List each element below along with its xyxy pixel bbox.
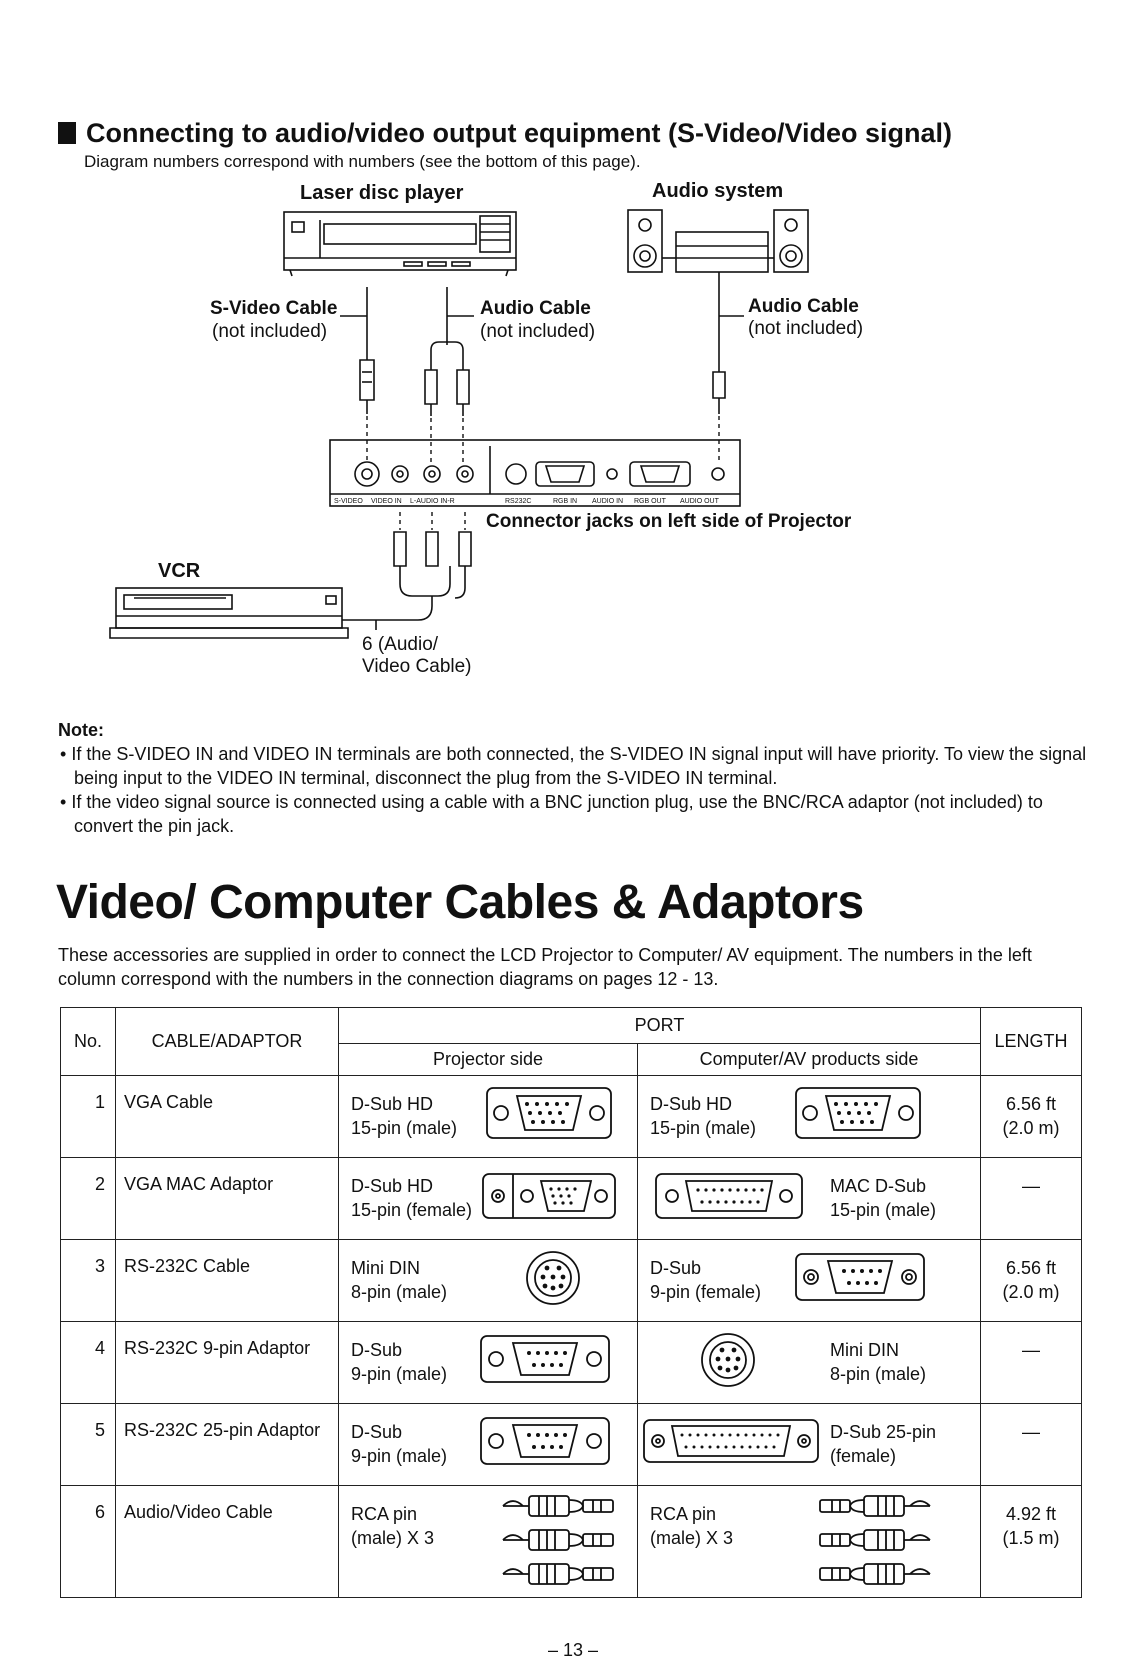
accessories-table: No. CABLE/ADAPTOR PORT LENGTH Projector … xyxy=(60,1007,1082,1598)
dsub-hd-male-icon xyxy=(486,1087,612,1139)
rca-plugs-icon xyxy=(819,1495,931,1585)
computer-port-cell: MAC D-Sub 15-pin (male) xyxy=(637,1157,981,1240)
section-subtitle: Diagram numbers correspond with numbers … xyxy=(84,152,641,171)
av-cable-icon xyxy=(342,531,472,630)
projector-port-cell: D-Sub HD 15-pin (male) xyxy=(338,1075,638,1158)
row-name: VGA MAC Adaptor xyxy=(115,1157,339,1240)
audio-cable-label: Audio Cable xyxy=(748,296,859,317)
panel-label: VIDEO IN xyxy=(371,498,402,505)
row-no: 2 xyxy=(60,1157,116,1240)
row-no: 6 xyxy=(60,1485,116,1598)
computer-port-cell: D-Sub HD 15-pin (male) xyxy=(637,1075,981,1158)
row-length: — xyxy=(980,1321,1082,1404)
computer-port-cell: D-Sub 9-pin (female) xyxy=(637,1239,981,1322)
dsub-hd-male-icon xyxy=(795,1087,921,1139)
intro-text: These accessories are supplied in order … xyxy=(58,945,1032,989)
bullet-square-icon xyxy=(58,122,76,144)
table-row: 4 RS-232C 9-pin Adaptor D-Sub 9-pin (mal… xyxy=(60,1321,1082,1404)
table-row: 6 Audio/Video Cable RCA pin (male) X 3 R… xyxy=(60,1485,1082,1598)
row-no: 4 xyxy=(60,1321,116,1404)
panel-label: RGB OUT xyxy=(634,498,667,505)
row-name: RS-232C Cable xyxy=(115,1239,339,1322)
projector-port-cell: D-Sub HD 15-pin (female) xyxy=(338,1157,638,1240)
page-title: Video/ Computer Cables & Adaptors xyxy=(56,876,864,929)
rca-plugs-icon xyxy=(502,1495,614,1585)
panel-label: S-VIDEO xyxy=(334,498,363,505)
note-bullet: • If the video signal source is connecte… xyxy=(60,792,1043,836)
svideo-cable-label: S-Video Cable xyxy=(210,298,338,319)
row-name: VGA Cable xyxy=(115,1075,339,1158)
panel-label: L-AUDIO IN-R xyxy=(410,498,455,505)
header-projector-side: Projector side xyxy=(338,1043,638,1076)
connector-jacks-label: Connector jacks on left side of Projecto… xyxy=(486,511,852,532)
panel-label: AUDIO IN xyxy=(592,498,623,505)
audio-cable-note: (not included) xyxy=(748,318,864,339)
projector-port-cell: D-Sub 9-pin (male) xyxy=(338,1403,638,1486)
computer-port-cell: D-Sub 25-pin (female) xyxy=(637,1403,981,1486)
vcr-label: VCR xyxy=(158,560,201,582)
projector-port-cell: D-Sub 9-pin (male) xyxy=(338,1321,638,1404)
audio-system-icon xyxy=(627,209,809,273)
dsub-hd-female-icon xyxy=(482,1173,616,1219)
note-block: Note: • If the S-VIDEO IN and VIDEO IN t… xyxy=(58,718,1098,838)
dsub-9-male-icon xyxy=(480,1417,610,1465)
audio-cable-note: (not included) xyxy=(480,321,596,342)
section-title: Connecting to audio/video output equipme… xyxy=(58,118,952,149)
projector-port-cell: Mini DIN 8-pin (male) xyxy=(338,1239,638,1322)
av-cable-label: 6 (Audio/ xyxy=(362,634,439,655)
dsub-25-female-icon xyxy=(643,1419,819,1463)
row-name: RS-232C 9-pin Adaptor xyxy=(115,1321,339,1404)
header-cable: CABLE/ADAPTOR xyxy=(115,1007,339,1076)
row-length: 6.56 ft (2.0 m) xyxy=(980,1075,1082,1158)
vcr-icon xyxy=(109,587,349,639)
header-computer-side: Computer/AV products side xyxy=(637,1043,981,1076)
projector-connector-panel xyxy=(329,439,741,507)
row-name: Audio/Video Cable xyxy=(115,1485,339,1598)
table-row: 2 VGA MAC Adaptor D-Sub HD 15-pin (femal… xyxy=(60,1157,1082,1240)
laser-disc-player-icon xyxy=(283,211,517,277)
audio-cable-label: Audio Cable xyxy=(480,298,591,319)
connection-diagram: S-VIDEO VIDEO IN L-AUDIO IN-R RS232C RGB… xyxy=(109,209,809,639)
row-length: — xyxy=(980,1157,1082,1240)
table-row: 1 VGA Cable D-Sub HD 15-pin (male) D-Sub… xyxy=(60,1075,1082,1158)
mini-din-icon xyxy=(701,1333,755,1387)
row-no: 5 xyxy=(60,1403,116,1486)
row-name: RS-232C 25-pin Adaptor xyxy=(115,1403,339,1486)
row-length: 4.92 ft (1.5 m) xyxy=(980,1485,1082,1598)
header-length: LENGTH xyxy=(980,1007,1082,1076)
table-row: 3 RS-232C Cable Mini DIN 8-pin (male) D-… xyxy=(60,1239,1082,1322)
page-number: – 13 – xyxy=(547,1640,599,1660)
header-no: No. xyxy=(60,1007,116,1076)
table-row: 5 RS-232C 25-pin Adaptor D-Sub 9-pin (ma… xyxy=(60,1403,1082,1486)
row-length: — xyxy=(980,1403,1082,1486)
laser-disc-label: Laser disc player xyxy=(300,182,464,204)
mac-dsub-male-icon xyxy=(655,1173,803,1219)
row-no: 1 xyxy=(60,1075,116,1158)
dsub-9-female-icon xyxy=(795,1253,925,1301)
note-title: Note: xyxy=(58,720,104,740)
mini-din-icon xyxy=(526,1251,580,1305)
panel-label: RS232C xyxy=(505,498,531,505)
av-cable-label: Video Cable) xyxy=(362,656,472,677)
panel-label: RGB IN xyxy=(553,498,577,505)
computer-port-cell: RCA pin (male) X 3 xyxy=(637,1485,981,1598)
projector-port-cell: RCA pin (male) X 3 xyxy=(338,1485,638,1598)
note-bullet: • If the S-VIDEO IN and VIDEO IN termina… xyxy=(60,744,1087,788)
audio-system-label: Audio system xyxy=(652,180,784,202)
computer-port-cell: Mini DIN 8-pin (male) xyxy=(637,1321,981,1404)
header-port: PORT xyxy=(338,1007,981,1044)
svideo-cable-note: (not included) xyxy=(212,321,328,342)
row-no: 3 xyxy=(60,1239,116,1322)
panel-label: AUDIO OUT xyxy=(680,498,720,505)
row-length: 6.56 ft (2.0 m) xyxy=(980,1239,1082,1322)
dsub-9-male-icon xyxy=(480,1335,610,1383)
